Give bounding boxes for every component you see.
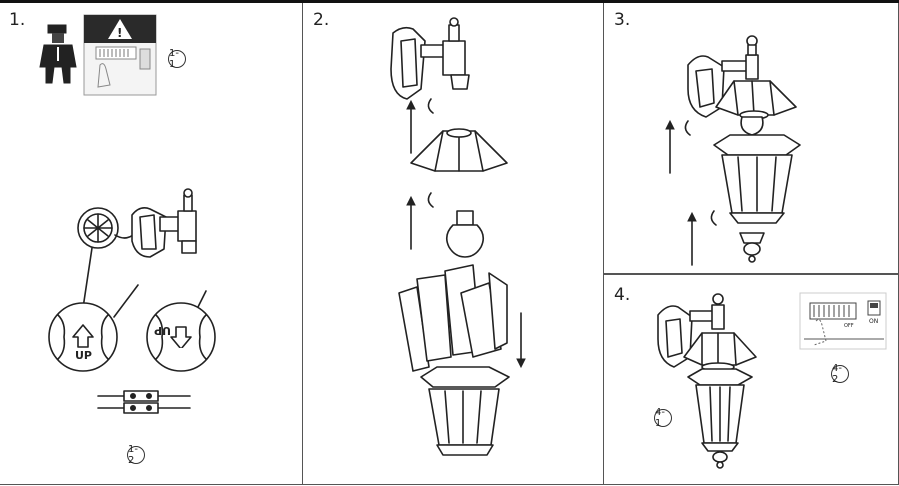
electrician-figure-icon [39, 24, 77, 84]
callout-1-2: 1-2 [127, 444, 145, 466]
step-4-illustration: OFF ON [657, 292, 887, 469]
callout-4-2: 4-2 [831, 363, 849, 385]
terminal-connector-drawing [97, 390, 191, 414]
step-number: 1. [9, 10, 26, 30]
switch-label-off: OFF [844, 323, 854, 329]
step-1-illustration: ! [39, 14, 216, 414]
panel-step-2: 2. [303, 3, 604, 485]
callout-4-1: 4-1 [654, 407, 672, 429]
glass-panels [398, 264, 508, 372]
rotate-arrow-icon [427, 98, 434, 114]
hand-pointer-icon [813, 319, 827, 346]
step-number: 2. [313, 10, 330, 30]
hand-pointer-icon [97, 63, 111, 88]
step-2-illustration [390, 17, 526, 456]
dial-right [146, 302, 216, 372]
panel-step-4: 4. [604, 274, 899, 485]
switch-label-on: ON [869, 318, 878, 325]
top-rule [0, 0, 899, 3]
wall-bracket-drawing [77, 188, 197, 258]
bottom-finial [739, 232, 765, 263]
rotate-arrow-icon [427, 192, 434, 208]
lantern-body [713, 134, 801, 224]
lamp-top-cap [410, 128, 508, 172]
warning-triangle-icon [108, 19, 132, 39]
dial-left [48, 302, 118, 372]
lantern-body [420, 366, 510, 456]
callout-1-1: 1-1 [168, 48, 186, 70]
step-3-illustration [665, 35, 801, 266]
panel-step-1: 1. ! [0, 3, 303, 485]
dial-label-up: UP [75, 349, 92, 362]
panel-step-3: 3. [604, 3, 899, 274]
warning-panel-icon: ! [83, 14, 157, 96]
assembled-lamp [657, 293, 757, 469]
dial-label-up-rotated: UP [154, 324, 171, 337]
svg-text:!: ! [117, 26, 122, 40]
rotate-arrow-icon [710, 210, 717, 226]
step-number: 3. [614, 10, 631, 30]
rotate-arrow-icon [684, 120, 691, 136]
switch-panel-icon: OFF ON [799, 292, 887, 350]
light-bulb [445, 210, 485, 258]
step-number: 4. [614, 285, 631, 305]
